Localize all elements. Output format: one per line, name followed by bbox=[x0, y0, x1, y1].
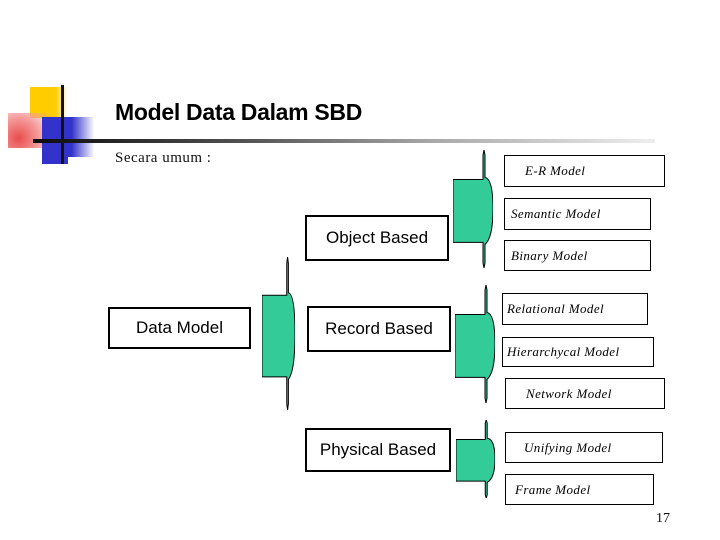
record-based-brace-icon bbox=[455, 285, 495, 403]
semantic-model-label: Semantic Model bbox=[511, 206, 601, 221]
frame-model-box: Frame Model bbox=[505, 474, 654, 505]
record-based-label: Record Based bbox=[325, 319, 433, 338]
physical-based-box: Physical Based bbox=[305, 428, 451, 472]
logo-blue-square-tab bbox=[42, 157, 68, 164]
relational-model-box: Relational Model bbox=[502, 293, 648, 325]
object-based-label: Object Based bbox=[325, 228, 429, 247]
logo-vertical-line bbox=[61, 85, 64, 164]
data-model-label: Data Model bbox=[136, 318, 223, 337]
er-model-box: E-R Model bbox=[504, 155, 665, 187]
logo-yellow-square bbox=[30, 87, 67, 118]
object-based-brace-icon bbox=[453, 150, 493, 268]
unifying-model-box: Unifying Model bbox=[505, 432, 663, 463]
title-underline-rule bbox=[33, 139, 655, 143]
slide-title: Model Data Dalam SBD bbox=[115, 99, 363, 125]
relational-model-label: Relational Model bbox=[507, 301, 605, 316]
er-model-label: E-R Model bbox=[525, 163, 586, 178]
hierarchycal-model-label: Hierarchycal Model bbox=[507, 344, 620, 359]
hierarchycal-model-box: Hierarchycal Model bbox=[502, 337, 654, 367]
record-based-box: Record Based bbox=[307, 306, 451, 352]
semantic-model-box: Semantic Model bbox=[504, 198, 651, 230]
physical-based-brace-icon bbox=[456, 420, 495, 498]
page-number: 17 bbox=[656, 511, 670, 526]
binary-model-box: Binary Model bbox=[504, 240, 651, 271]
logo-blue-square bbox=[42, 117, 96, 157]
unifying-model-label: Unifying Model bbox=[524, 439, 612, 455]
physical-based-label: Physical Based bbox=[319, 440, 437, 459]
frame-model-label: Frame Model bbox=[515, 481, 591, 497]
binary-model-label: Binary Model bbox=[511, 247, 588, 263]
network-model-box: Network Model bbox=[505, 378, 665, 409]
slide-subtitle: Secara umum : bbox=[115, 150, 212, 166]
network-model-label: Network Model bbox=[526, 385, 612, 401]
object-based-box: Object Based bbox=[305, 215, 449, 261]
data-model-box: Data Model bbox=[108, 307, 251, 349]
data-model-brace-icon bbox=[262, 257, 295, 410]
